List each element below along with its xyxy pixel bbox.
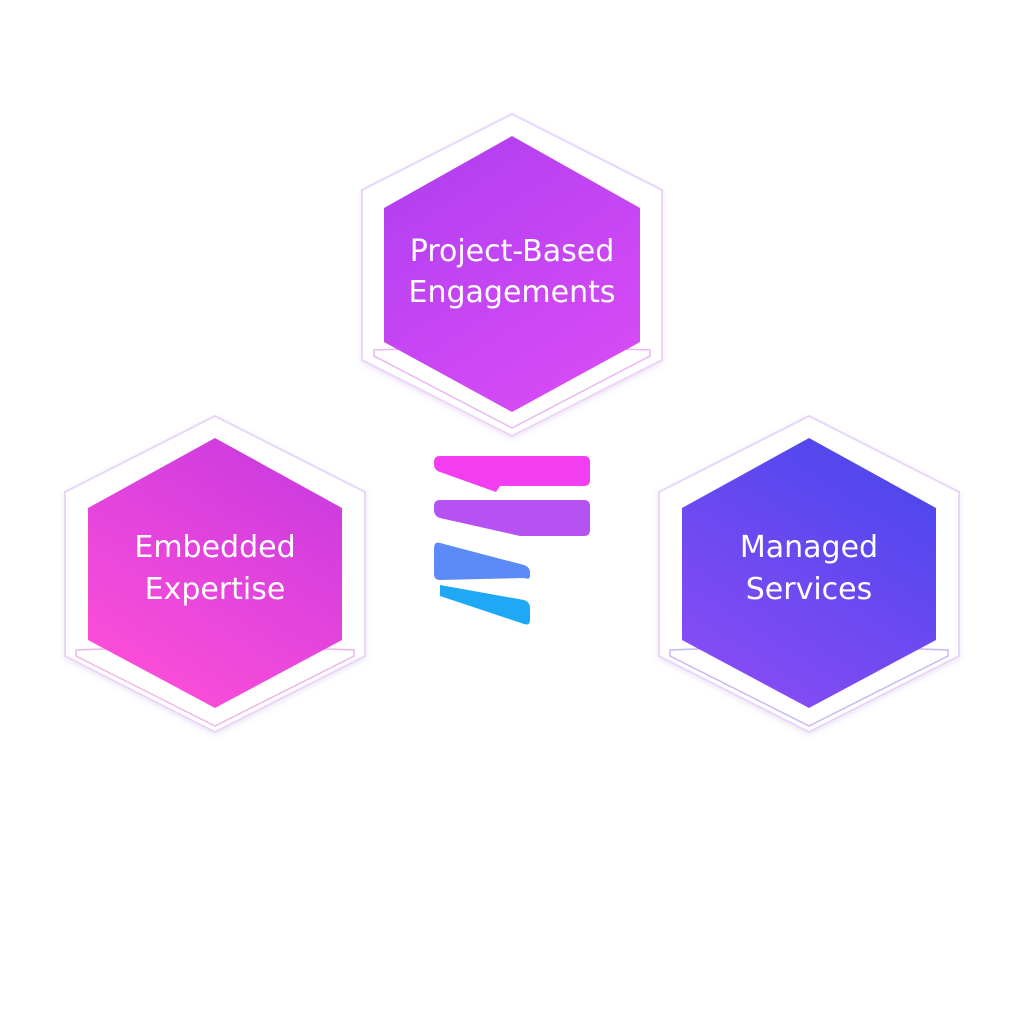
logo-bar-top bbox=[434, 456, 590, 492]
stacked-bars-logo-icon bbox=[434, 456, 590, 625]
hexagon-managed-services: Managed Services bbox=[658, 414, 960, 734]
hexagon-underline bbox=[669, 644, 949, 727]
logo-bar-bottom bbox=[440, 585, 530, 625]
hexagon-embedded-expertise: Embedded Expertise bbox=[64, 414, 366, 734]
hexagon-fill bbox=[88, 438, 342, 708]
hexagon-underline bbox=[75, 644, 355, 727]
hexagon-label-line-2: Services bbox=[746, 572, 873, 607]
hexagon-underline bbox=[373, 344, 651, 429]
hexagon-label-line-2: Engagements bbox=[409, 275, 616, 310]
hexagon-fill bbox=[682, 438, 936, 708]
hexagon-label-line-2: Expertise bbox=[145, 572, 286, 607]
hexagon-label-line-1: Embedded bbox=[134, 530, 295, 565]
hexagon-label-line-1: Managed bbox=[740, 530, 878, 565]
logo-bar-lower bbox=[434, 542, 530, 580]
hexagon-project-based-engagements: Project-Based Engagements bbox=[361, 112, 663, 438]
logo-bar-middle bbox=[434, 500, 590, 536]
hexagon-label-line-1: Project-Based bbox=[410, 234, 615, 269]
hexagon-fill bbox=[384, 136, 640, 412]
